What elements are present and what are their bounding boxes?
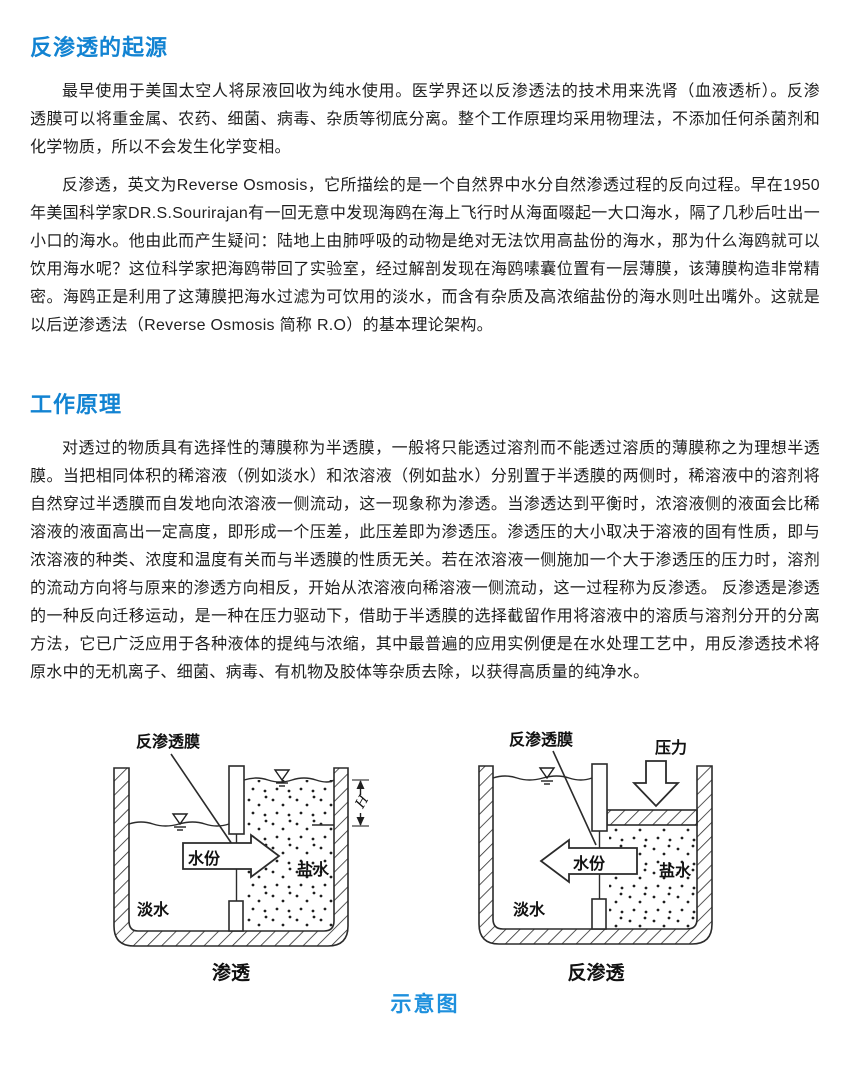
fresh-water-label: 淡水 [137,900,170,919]
divider-base [228,900,244,932]
flow-arrow-left [539,838,638,884]
osmosis-diagram: 反渗透膜 [113,732,373,984]
section-heading-origin: 反渗透的起源 [30,35,169,60]
membrane-label: 反渗透膜 [509,730,573,749]
salt-water-surface [243,777,335,783]
salt-water-area [609,827,697,929]
salt-water-level-icon [273,769,291,787]
height-label: H [352,792,373,812]
salt-water-label: 盐水 [659,861,692,880]
paragraph-origin-2: 反渗透，英文为Reverse Osmosis，它所描绘的是一个自然界中水分自然渗… [30,177,820,334]
figure-row: 反渗透膜 [30,723,820,988]
fresh-water-label: 淡水 [513,900,546,919]
figure-caption: 示意图 [390,993,460,1016]
tank-wall [478,765,713,945]
piston [606,809,698,826]
flow-label: 水份 [188,849,221,868]
membrane-bar [591,763,608,832]
pressure-label: 压力 [655,738,687,757]
tank-wall [113,767,349,947]
paragraph-origin-1: 最早使用于美国太空人将尿液回收为纯水使用。医学界还以反渗透法的技术用来洗肾（血液… [30,83,820,156]
fresh-water-surface [128,821,230,827]
membrane-leader-line [552,750,597,846]
document-body: 反渗透的起源 最早使用于美国太空人将尿液回收为纯水使用。医学界还以反渗透法的技术… [0,33,850,1018]
salt-water-label: 盐水 [297,860,330,879]
fresh-water-level-icon [538,767,556,785]
osmosis-caption: 渗透 [212,961,251,984]
membrane-label: 反渗透膜 [136,732,200,751]
section-heading-principle: 工作原理 [30,392,123,417]
divider-base [591,898,607,930]
reverse-osmosis-caption: 反渗透 [567,961,625,984]
fresh-water-surface [492,775,593,781]
membrane-bar [228,765,245,835]
flow-arrow-right [182,833,281,879]
height-indicator: H [352,779,373,827]
pressure-arrow [631,760,681,808]
membrane-leader-line [170,753,235,848]
reverse-osmosis-diagram: 反渗透膜 压力 水份 [478,730,713,984]
paragraph-principle-1: 对透过的物质具有选择性的薄膜称为半透膜，一般将只能透过溶剂而不能透过溶质的薄膜称… [30,440,820,681]
flow-label: 水份 [573,854,606,873]
fresh-water-level-icon [171,813,189,831]
